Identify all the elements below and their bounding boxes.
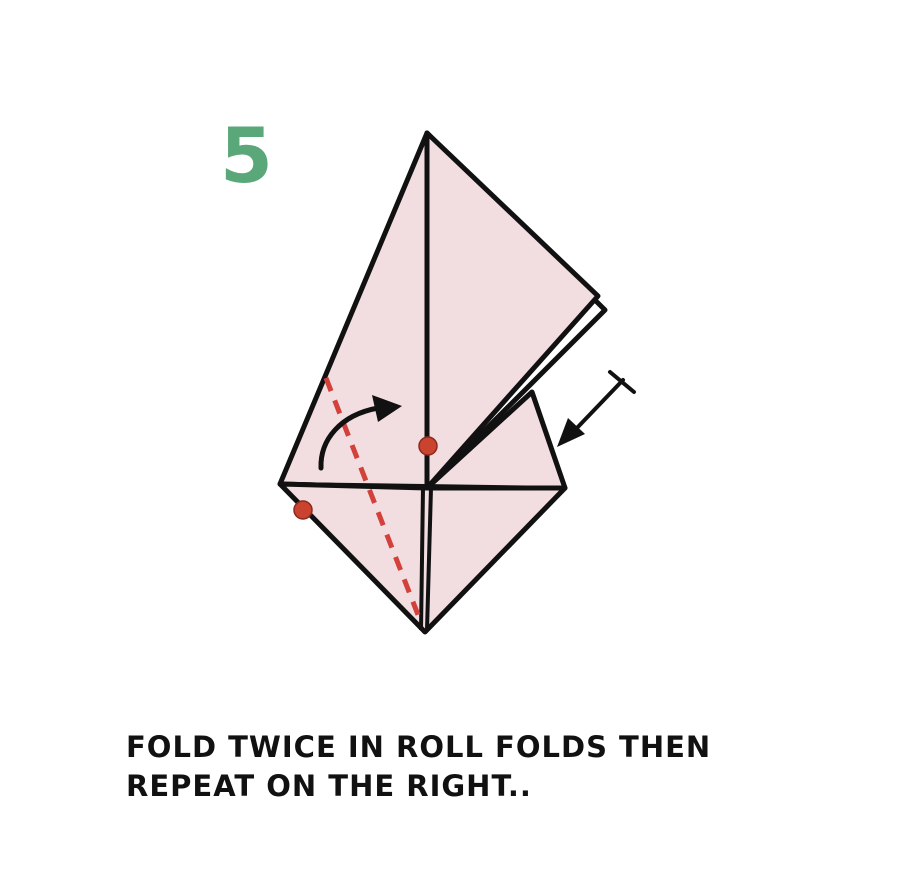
alignment-dot-center bbox=[418, 436, 438, 456]
center-lower-crease-right bbox=[425, 487, 433, 631]
curved-fold-arrow-icon bbox=[318, 395, 402, 471]
alignment-dot-left bbox=[293, 500, 313, 520]
inner-diagonal-edge bbox=[425, 393, 532, 490]
horizontal-crease bbox=[279, 482, 566, 490]
paper-model bbox=[277, 130, 608, 635]
instruction-line-2: REPEAT ON THE RIGHT.. bbox=[126, 769, 532, 803]
left-upper-flap bbox=[277, 130, 430, 491]
instruction-line-1: FOLD TWICE IN ROLL FOLDS THEN bbox=[126, 730, 712, 764]
valley-fold-line bbox=[323, 377, 423, 621]
push-arrow-icon bbox=[557, 378, 625, 447]
center-lower-crease-left bbox=[419, 487, 425, 631]
cross-mark-icon bbox=[608, 370, 636, 394]
instruction-text: FOLD TWICE IN ROLL FOLDS THEN REPEAT ON … bbox=[126, 728, 826, 806]
step-number: 5 bbox=[220, 111, 273, 200]
origami-fold-diagram bbox=[277, 130, 636, 635]
